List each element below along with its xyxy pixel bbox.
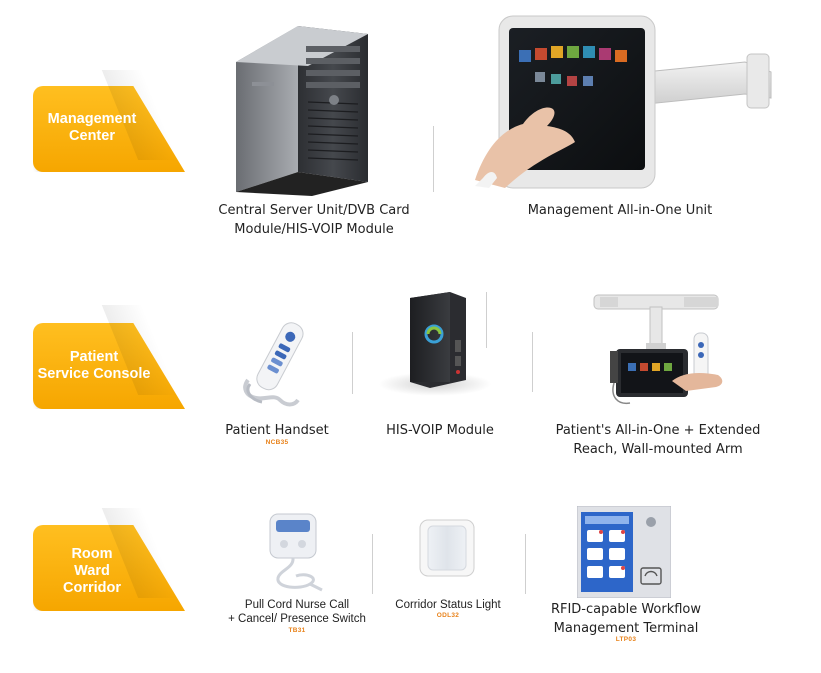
tower-server-image (236, 26, 368, 196)
central-server-caption: Central Server Unit/DVB Card Module/HIS-… (218, 203, 410, 237)
pull-cord-switch-image (269, 513, 323, 592)
patient-handset-code: NCB35 (265, 439, 289, 446)
pull-cord-code: TB31 (288, 627, 306, 634)
room-ward-corridor-label: Room Ward Corridor (63, 546, 121, 596)
wall-arm-tablet-image (593, 294, 723, 405)
management-all-in-one-image (475, 15, 772, 189)
his-voip-module-image (410, 292, 466, 388)
management-center-label: Management Center (47, 111, 137, 144)
patient-all-in-one-caption: Patient's All-in-One + Extended Reach, W… (555, 423, 761, 457)
corridor-status-light-code: ODL32 (436, 612, 460, 619)
rfid-terminal-caption: RFID-capable Workflow Management Termina… (550, 602, 702, 636)
rfid-terminal-code: LTP03 (615, 636, 637, 643)
patient-handset-caption: Patient Handset (225, 423, 329, 438)
rfid-terminal-image (577, 506, 671, 598)
his-voip-module-caption: HIS-VOIP Module (386, 423, 494, 438)
corridor-status-light-image (419, 519, 475, 577)
patient-handset-image (243, 322, 304, 407)
corridor-status-light-caption: Corridor Status Light (395, 599, 501, 611)
pull-cord-caption: Pull Cord Nurse Call + Cancel/ Presence … (228, 599, 366, 625)
management-all-in-one-caption: Management All-in-One Unit (527, 203, 713, 218)
patient-service-console-label: Patient Service Console (37, 349, 151, 382)
